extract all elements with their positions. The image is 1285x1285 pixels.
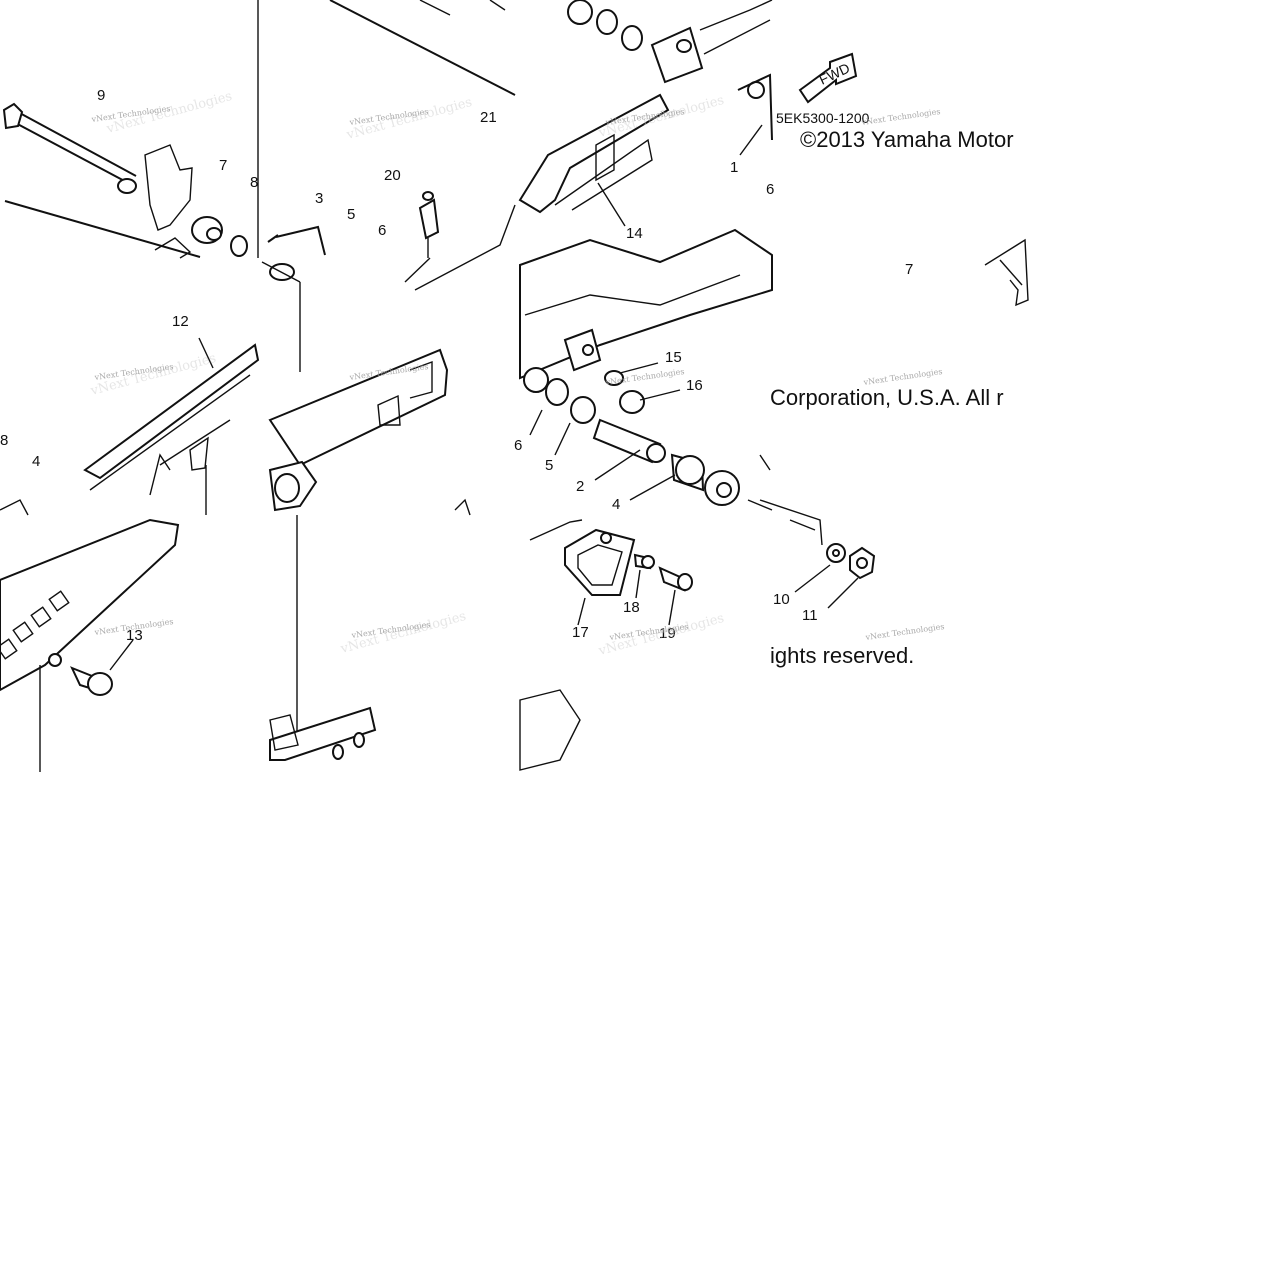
callout-7-right: 7 [905, 261, 913, 278]
callout-12: 12 [172, 313, 189, 330]
tile-top-middle [261, 0, 516, 372]
tile-top-left [2, 0, 259, 259]
copyright-line-1: ©2013 Yamaha Motor [800, 127, 1014, 152]
callout-13: 13 [126, 627, 143, 644]
callout-5: 5 [347, 206, 355, 223]
tile-middle-right [519, 228, 773, 511]
callout-labels: 9 7 8 3 5 6 20 21 12 8 4 13 14 1 6 15 16… [0, 87, 913, 644]
callout-1: 1 [730, 159, 738, 176]
callout-10: 10 [773, 591, 790, 608]
callout-16: 16 [686, 377, 703, 394]
callout-14: 14 [626, 225, 643, 242]
callout-8-left: 8 [0, 432, 8, 449]
callout-6-pivot: 6 [514, 437, 522, 454]
tile-middle-center [268, 348, 471, 735]
tile-bottom-left [0, 518, 180, 772]
callout-3: 3 [315, 190, 323, 207]
callout-4: 4 [32, 453, 40, 470]
callout-19: 19 [659, 625, 676, 642]
callout-8: 8 [250, 174, 258, 191]
copyright-line-3: ights reserved. [770, 643, 914, 668]
callout-21: 21 [480, 109, 497, 126]
tile-bottom-middle [269, 706, 377, 761]
callout-6-right: 6 [766, 181, 774, 198]
callout-7: 7 [219, 157, 227, 174]
callout-20: 20 [384, 167, 401, 184]
callout-9: 9 [97, 87, 105, 104]
tile-top-third [518, 0, 773, 227]
callout-15: 15 [665, 349, 682, 366]
tile-middle-left [0, 337, 260, 516]
callout-17: 17 [572, 624, 589, 641]
callout-5-pivot: 5 [545, 457, 553, 474]
part-code: 5EK5300-1200 [776, 110, 870, 126]
callout-11: 11 [802, 607, 818, 624]
copyright-line-2: Corporation, U.S.A. All r [770, 385, 1004, 410]
tile-top-fourth: FWD 5EK5300-1200 ©2013 Yamaha Motor Corp… [770, 52, 1029, 668]
tile-bottom-right [519, 499, 876, 771]
callout-2: 2 [576, 478, 584, 495]
callout-4-pivot: 4 [612, 496, 620, 513]
callout-6: 6 [378, 222, 386, 239]
callout-18: 18 [623, 599, 640, 616]
